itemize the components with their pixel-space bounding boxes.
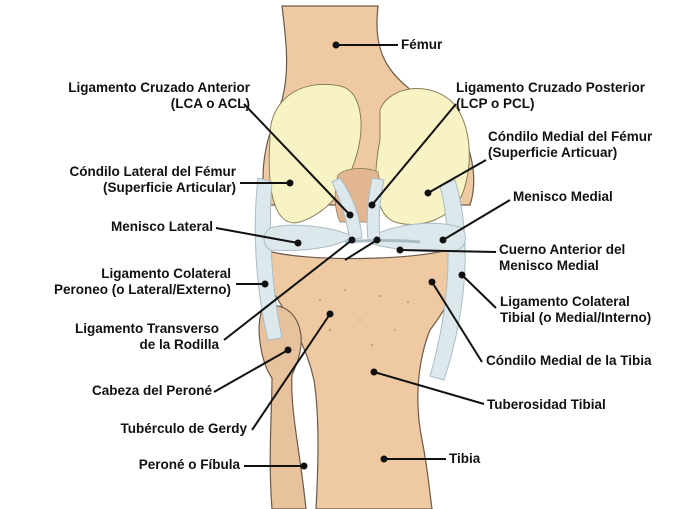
leader-tuberosidad	[373, 371, 485, 405]
leader-ltr-2	[344, 239, 378, 261]
tibia-texture	[318, 288, 410, 347]
fibula-bone	[258, 305, 307, 509]
lateral-meniscus	[263, 224, 353, 251]
label-femur: Fémur	[401, 37, 443, 52]
label-menisco-medial: Menisco Medial	[513, 189, 613, 204]
label-cmf: Cóndilo Medial del Fémur(Superficie Arti…	[488, 129, 653, 160]
leader-menisco-medial	[442, 199, 511, 241]
leader-menisco-lateral	[215, 227, 299, 244]
label-menisco-lateral: Menisco Lateral	[110, 219, 213, 234]
label-tibia: Tibia	[449, 451, 481, 466]
label-lcp: Ligamento Cruzado Posterior(LCP o PCL)	[456, 80, 646, 111]
label-perone: Peroné o Fíbula	[138, 457, 240, 472]
leader-cmt	[431, 281, 483, 363]
label-cmt: Cóndilo Medial de la Tibia	[486, 353, 652, 368]
label-cabeza-perone: Cabeza del Peroné	[91, 383, 212, 398]
leader-lca	[243, 103, 351, 216]
leader-ltr	[223, 239, 353, 341]
label-gerdy: Tubérculo de Gerdy	[120, 421, 247, 436]
leader-cabeza-perone	[213, 349, 289, 393]
medial-meniscus	[371, 222, 466, 253]
leader-gerdy	[251, 313, 331, 431]
label-clf: Cóndilo Lateral del Fémur(Superficie Art…	[69, 164, 236, 195]
leader-cmf	[427, 159, 487, 194]
leader-lct	[461, 274, 497, 309]
leader-lines	[213, 41, 511, 470]
anterior-cruciate-ligament	[331, 177, 363, 241]
transverse-ligament	[344, 239, 421, 244]
leader-lcp	[371, 103, 457, 206]
label-tuberosidad: Tuberosidad Tibial	[487, 397, 606, 412]
leader-cuerno	[399, 249, 497, 253]
label-lca: Ligamento Cruzado Anterior(LCA o ACL)	[68, 80, 250, 111]
